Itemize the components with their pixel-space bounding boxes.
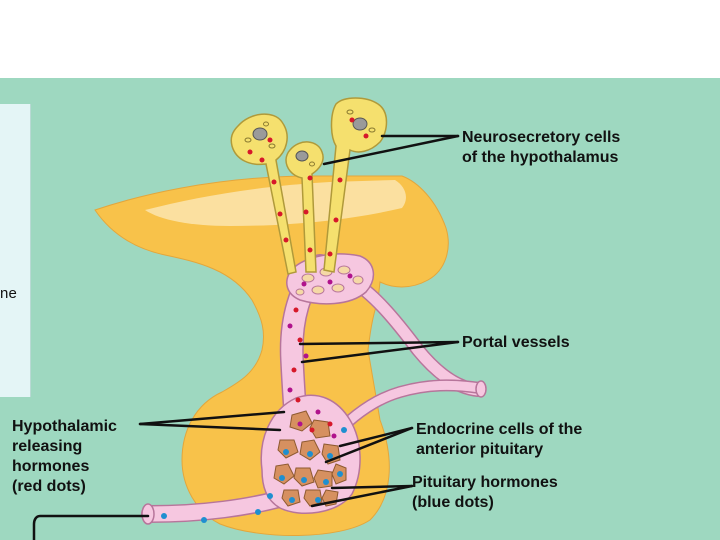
label-endocrine-cells: Endocrine cells of the anterior pituitar… <box>416 420 582 460</box>
label-line: of the hypothalamus <box>462 149 619 166</box>
vessel-opening-left <box>141 503 155 525</box>
label-line: hormones <box>12 458 90 475</box>
label-line: anterior pituitary <box>416 441 544 458</box>
label-portal-vessels: Portal vessels <box>462 333 570 353</box>
label-line: releasing <box>12 438 83 455</box>
label-line: Neurosecretory cells <box>462 129 621 146</box>
magenta-dots <box>287 273 353 439</box>
label-line: (red dots) <box>12 478 86 495</box>
pituitary-hormone-dots <box>161 427 347 523</box>
neurosecretory-cells <box>230 97 388 275</box>
leader-lines <box>32 134 460 540</box>
label-line: (blue dots) <box>412 494 494 511</box>
label-line: Hypothalamic <box>12 418 117 435</box>
label-line: Portal vessels <box>462 334 570 351</box>
cell-granules <box>244 109 376 167</box>
label-pituitary-hormones: Pituitary hormones (blue dots) <box>412 473 558 513</box>
label-line: Endocrine cells of the <box>416 421 583 438</box>
releasing-hormone-dots <box>247 117 369 433</box>
label-neurosecretory-cells: Neurosecretory cells of the hypothalamus <box>462 128 620 168</box>
vessel-opening-right <box>475 380 487 398</box>
label-line: Pituitary hormones <box>412 474 558 491</box>
label-hypothalamic-releasing-hormones: Hypothalamic releasing hormones (red dot… <box>12 417 117 497</box>
cell-nuclei <box>252 117 368 162</box>
side-text-fragment: ne <box>0 285 18 302</box>
side-text-box <box>0 104 31 397</box>
